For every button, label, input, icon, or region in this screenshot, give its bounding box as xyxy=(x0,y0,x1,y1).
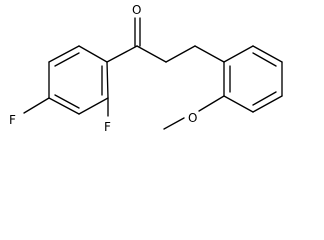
bond xyxy=(252,95,283,113)
bond xyxy=(223,95,254,113)
bond xyxy=(223,45,254,63)
methoxy-oxygen-label: O xyxy=(188,111,197,125)
double-bond-inner xyxy=(54,94,80,109)
structure-diagram: F F O O xyxy=(9,3,283,134)
c-o-bond xyxy=(198,95,225,112)
methoxyphenyl-ring xyxy=(223,45,283,113)
bond xyxy=(48,97,80,115)
bond xyxy=(78,45,108,63)
fluorine-right-label: F xyxy=(104,120,111,134)
carbonyl-oxygen-label: O xyxy=(132,3,141,17)
bond xyxy=(106,61,109,99)
bond xyxy=(78,97,109,115)
double-bond-inner xyxy=(252,91,277,106)
bond xyxy=(48,45,80,63)
chain-bond xyxy=(194,45,225,63)
bond xyxy=(252,45,283,63)
chain-bond xyxy=(136,45,167,63)
double-bond-inner xyxy=(54,52,80,67)
o-methyl-bond xyxy=(163,117,185,130)
difluorophenyl-ring xyxy=(48,45,109,115)
ring-to-carbonyl-bond xyxy=(106,45,138,63)
fluorine-left-label: F xyxy=(9,113,16,127)
c-f-bond xyxy=(23,97,50,114)
double-bond-inner xyxy=(252,52,277,67)
chain-bond xyxy=(165,45,196,63)
